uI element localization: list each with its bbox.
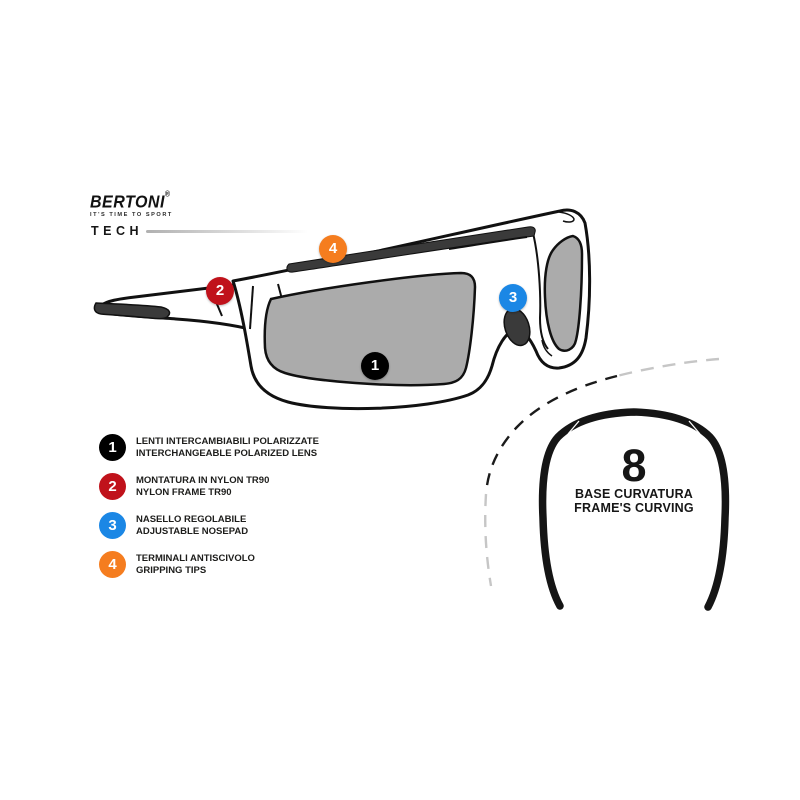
collection-label: TECH — [91, 224, 144, 238]
legend-label-en: ADJUSTABLE NOSEPAD — [136, 525, 249, 537]
legend-dot-1: 1 — [99, 434, 126, 461]
legend-label-it: LENTI INTERCAMBIABILI POLARIZZATE — [136, 436, 319, 447]
curvature-label-en: FRAME'S CURVING — [574, 500, 694, 515]
arch-notch-left — [567, 420, 580, 435]
legend-label-it: NASELLO REGOLABILE — [136, 514, 247, 525]
right-lens — [543, 234, 584, 352]
brow-vent-slot — [448, 236, 528, 250]
hinge-line-2 — [249, 285, 254, 330]
bridge-inner-edge — [532, 232, 549, 350]
dashed-sweep-arcs — [484, 357, 720, 587]
bridge-loop-line — [541, 339, 553, 357]
arch-notch-right — [688, 420, 701, 435]
legend-dot-4: 4 — [99, 551, 126, 578]
legend-label-en: INTERCHANGEABLE POLARIZED LENS — [136, 447, 318, 459]
legend-item-3: 3 NASELLO REGOLABILE ADJUSTABLE NOSEPAD — [99, 512, 319, 539]
curvature-label-it: BASE CURVATURA — [574, 487, 694, 501]
curvature-arch — [538, 408, 730, 611]
brand-logo: BERTONI® IT'S TIME TO SPORT — [90, 190, 173, 218]
divider-line — [146, 230, 308, 233]
curvature-arch-path — [538, 408, 730, 611]
brand-tagline: IT'S TIME TO SPORT — [90, 212, 173, 218]
legend-label-it: MONTATURA IN NYLON TR90 — [136, 475, 270, 486]
legend-dot-3: 3 — [99, 512, 126, 539]
curvature-caption: 8 BASE CURVATURA FRAME'S CURVING — [534, 440, 734, 515]
legend-text-4: TERMINALI ANTISCIVOLO GRIPPING TIPS — [136, 553, 255, 576]
legend-label-en: GRIPPING TIPS — [136, 564, 207, 576]
legend-text-1: LENTI INTERCAMBIABILI POLARIZZATE INTERC… — [136, 436, 319, 459]
curvature-value: 8 — [621, 440, 647, 491]
legend-item-4: 4 TERMINALI ANTISCIVOLO GRIPPING TIPS — [99, 551, 319, 578]
callout-badge-3: 3 — [499, 284, 527, 312]
brow-rubber-strip — [286, 226, 536, 273]
brand-name: BERTONI® — [90, 190, 171, 213]
legend-label-en: NYLON FRAME TR90 — [136, 486, 232, 498]
registered-mark: ® — [164, 190, 171, 199]
dashed-arc-black — [484, 374, 618, 495]
callout-badge-1: 1 — [361, 352, 389, 380]
callout-badge-2: 2 — [206, 277, 234, 305]
legend-dot-2: 2 — [99, 473, 126, 500]
dashed-arc-gray-top — [616, 357, 720, 378]
legend-item-2: 2 MONTATURA IN NYLON TR90 NYLON FRAME TR… — [99, 473, 319, 500]
legend-item-1: 1 LENTI INTERCAMBIABILI POLARIZZATE INTE… — [99, 434, 319, 461]
left-lens — [263, 271, 477, 387]
dashed-arc-gray-bottom — [484, 493, 493, 587]
legend-text-2: MONTATURA IN NYLON TR90 NYLON FRAME TR90 — [136, 475, 269, 498]
legend-label-it: TERMINALI ANTISCIVOLO — [136, 553, 255, 564]
feature-legend: 1 LENTI INTERCAMBIABILI POLARIZZATE INTE… — [99, 434, 319, 578]
legend-text-3: NASELLO REGOLABILE ADJUSTABLE NOSEPAD — [136, 514, 248, 537]
gripping-tip-rubber — [93, 302, 171, 320]
corner-fold-line — [558, 211, 575, 223]
callout-badge-4: 4 — [319, 235, 347, 263]
